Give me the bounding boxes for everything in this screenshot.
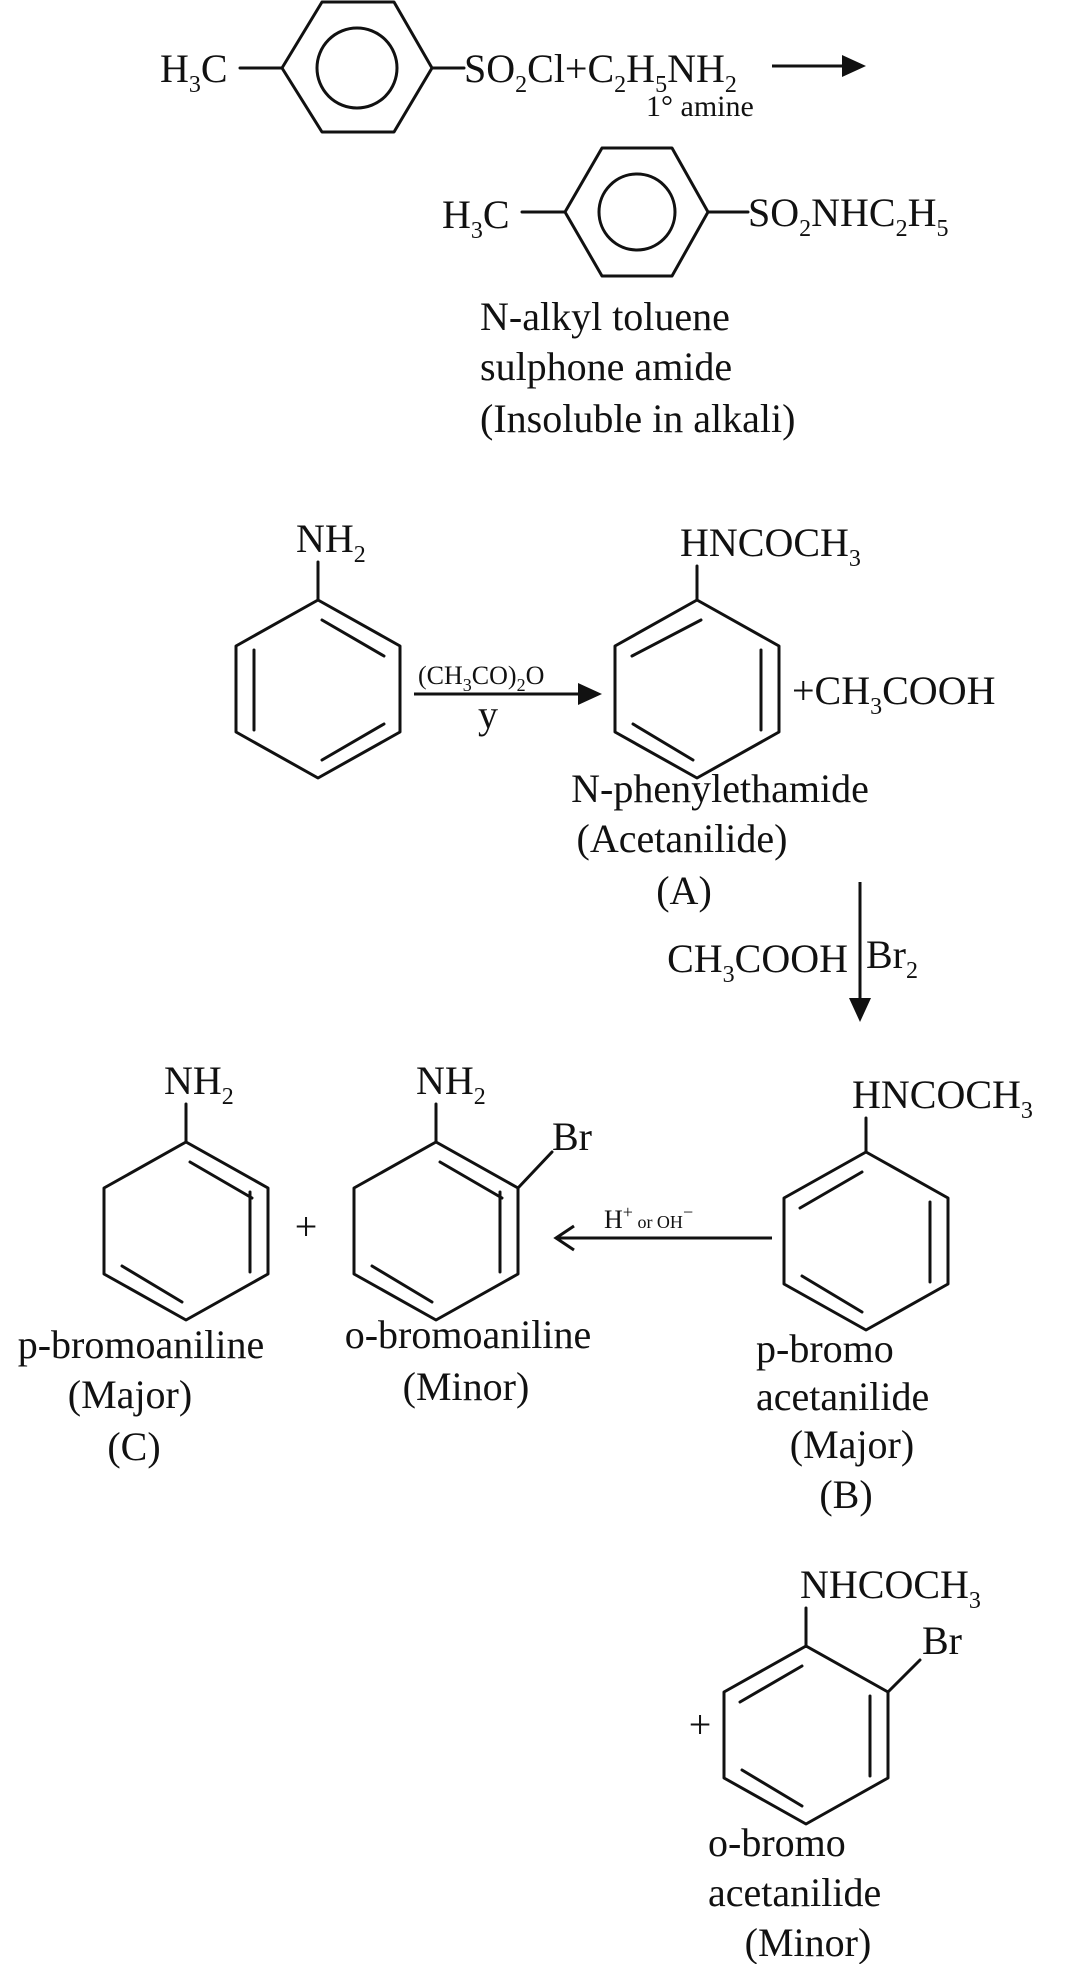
o-bromoaniline-label: o-bromoaniline (Minor) bbox=[345, 1312, 592, 1409]
svg-text:acetanilide: acetanilide bbox=[708, 1870, 881, 1915]
primary-amine-label: 1° amine bbox=[646, 90, 754, 123]
svg-text:(Major): (Major) bbox=[68, 1372, 192, 1417]
o-bromoacetanilide-structure: + NHCOCH3 Br bbox=[689, 1562, 981, 1826]
svg-text:(Acetanilide): (Acetanilide) bbox=[577, 816, 788, 861]
double-bond bbox=[438, 1160, 504, 1200]
svg-text:(Minor): (Minor) bbox=[403, 1364, 530, 1409]
acetamido-group: NHCOCH3 bbox=[800, 1562, 981, 1614]
acetic-anhydride-label: (CH3CO)2O bbox=[418, 661, 544, 695]
acetanilide-label: N-phenylethamide (Acetanilide) (A) bbox=[571, 766, 869, 913]
double-bond bbox=[370, 1264, 434, 1304]
bond bbox=[516, 1150, 554, 1190]
svg-text:(Major): (Major) bbox=[790, 1422, 914, 1467]
amino-group: NH2 bbox=[416, 1058, 486, 1110]
svg-text:(Minor): (Minor) bbox=[745, 1920, 872, 1964]
o-bromoaniline-structure: NH2 Br bbox=[352, 1058, 592, 1322]
svg-text:o-bromo: o-bromo bbox=[708, 1820, 846, 1865]
double-bond bbox=[798, 1170, 864, 1210]
svg-text:o-bromoaniline: o-bromoaniline bbox=[345, 1312, 592, 1357]
benzene-ring bbox=[352, 1140, 520, 1322]
o-bromoacetanilide-label: o-bromo acetanilide (Minor) bbox=[708, 1820, 881, 1964]
svg-text:(C): (C) bbox=[107, 1424, 160, 1469]
double-bond bbox=[320, 618, 386, 658]
aromatic-circle bbox=[315, 26, 399, 110]
svg-text:N-phenylethamide: N-phenylethamide bbox=[571, 766, 869, 811]
benzene-ring bbox=[722, 1644, 890, 1826]
acetylation-arrow: (CH3CO)2O y bbox=[414, 661, 602, 737]
svg-text:N-alkyl toluene: N-alkyl toluene bbox=[480, 294, 730, 339]
benzene-ring bbox=[563, 146, 710, 278]
double-bond bbox=[800, 1274, 864, 1314]
benzene-ring bbox=[613, 598, 781, 780]
benzene-ring bbox=[102, 1140, 270, 1322]
svg-text:acetanilide: acetanilide bbox=[756, 1374, 929, 1419]
bromo-substituent: Br bbox=[552, 1114, 592, 1159]
bromo-substituent: Br bbox=[922, 1618, 962, 1663]
reaction-arrow-1 bbox=[772, 55, 866, 77]
p-bromoacetanilide-label: p-bromo acetanilide (Major) (B) bbox=[756, 1326, 929, 1517]
acetamido-group: HNCOCH3 bbox=[852, 1072, 1033, 1124]
double-bond bbox=[740, 1768, 804, 1808]
acid-or-base-label: H+ or OH− bbox=[604, 1202, 693, 1234]
double-bond bbox=[631, 722, 695, 762]
aniline-structure: NH2 bbox=[234, 516, 402, 780]
svg-text:p-bromoaniline: p-bromoaniline bbox=[18, 1322, 265, 1367]
sulphonamide-group: SO2NHC2H5 bbox=[748, 190, 948, 242]
bromine-reagent-label: Br2 bbox=[866, 932, 918, 984]
benzene-ring bbox=[280, 0, 434, 134]
double-bond bbox=[120, 1264, 184, 1304]
double-bond bbox=[738, 1664, 804, 1704]
acetic-acid-byproduct: +CH3COOH bbox=[792, 668, 995, 720]
svg-text:p-bromo: p-bromo bbox=[756, 1326, 894, 1371]
p-bromoaniline-label: p-bromoaniline (Major) (C) bbox=[18, 1322, 265, 1469]
tosyl-chloride-structure: H3C SO2Cl+C2H5NH2 1° amine bbox=[160, 0, 754, 134]
hydrolysis-arrow: H+ or OH− bbox=[553, 1202, 772, 1252]
reagent-label-y: y bbox=[478, 692, 498, 737]
bond bbox=[886, 1658, 922, 1694]
p-bromoaniline-structure: NH2 bbox=[102, 1058, 270, 1322]
svg-text:(B): (B) bbox=[819, 1472, 872, 1517]
double-bond bbox=[188, 1160, 254, 1200]
acetic-acid-solvent-label: CH3COOH bbox=[667, 936, 848, 988]
methyl-group: H3C bbox=[442, 192, 510, 244]
amino-group: NH2 bbox=[296, 516, 366, 568]
svg-text:(Insoluble in alkali): (Insoluble in alkali) bbox=[480, 396, 795, 441]
svg-text:sulphone amide: sulphone amide bbox=[480, 344, 732, 389]
benzene-ring bbox=[782, 1150, 950, 1332]
amino-group: NH2 bbox=[164, 1058, 234, 1110]
plus-sign: + bbox=[295, 1204, 318, 1249]
acetanilide-structure: HNCOCH3 +CH3COOH bbox=[613, 520, 995, 780]
methyl-group: H3C bbox=[160, 46, 228, 98]
double-bond bbox=[320, 722, 386, 762]
aromatic-circle bbox=[597, 172, 677, 252]
sulphonamide-structure: H3C SO2NHC2H5 bbox=[442, 146, 948, 278]
sulfonyl-chloride-plus-ethylamine: SO2Cl+C2H5NH2 bbox=[464, 46, 737, 98]
acetamido-group: HNCOCH3 bbox=[680, 520, 861, 572]
plus-sign: + bbox=[689, 1702, 712, 1747]
benzene-ring bbox=[234, 598, 402, 780]
double-bond bbox=[630, 618, 703, 658]
bromination-arrow: CH3COOH Br2 bbox=[667, 882, 918, 1022]
svg-text:(A): (A) bbox=[656, 868, 712, 913]
p-bromoacetanilide-structure: HNCOCH3 bbox=[782, 1072, 1033, 1332]
sulphonamide-label: N-alkyl toluene sulphone amide (Insolubl… bbox=[480, 294, 795, 441]
